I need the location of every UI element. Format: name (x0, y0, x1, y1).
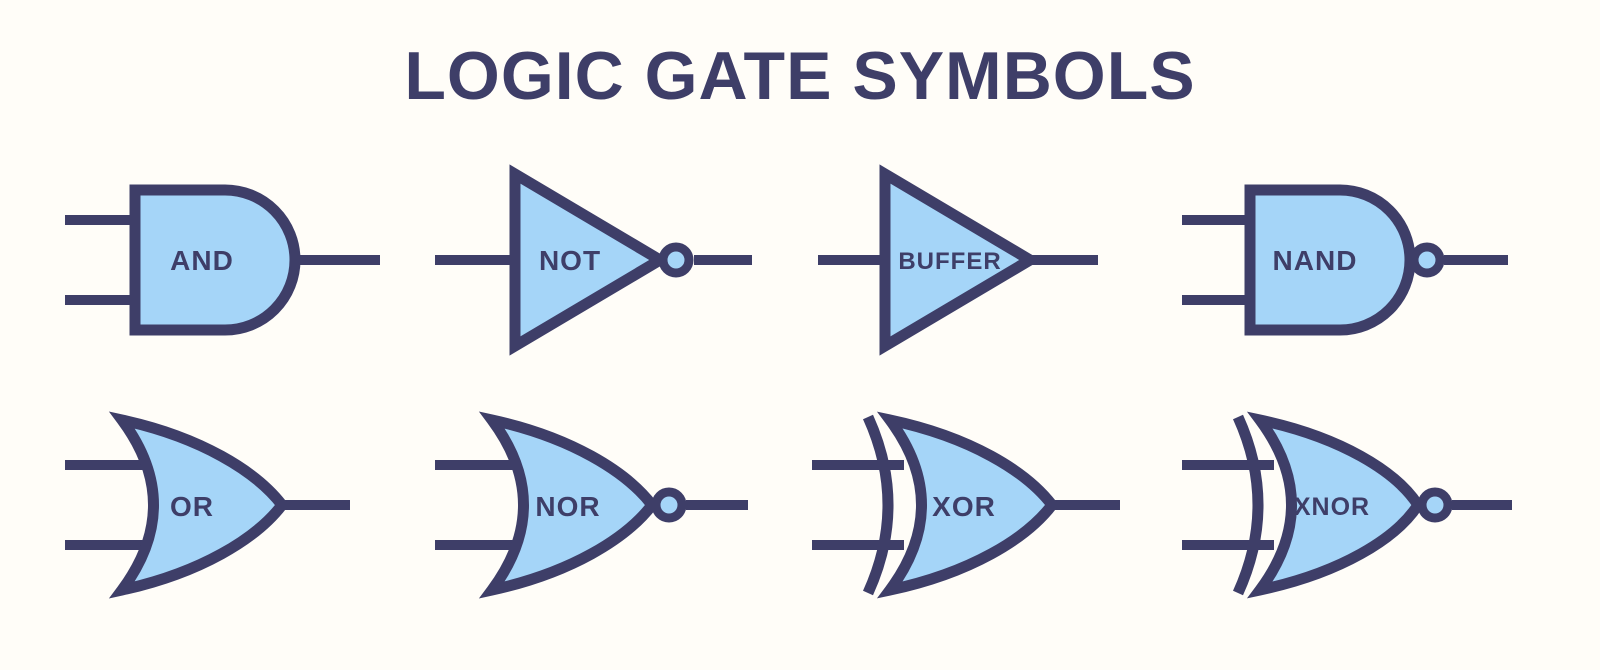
not-gate-icon: NOT (435, 164, 752, 356)
gate-xor: XOR (790, 405, 1150, 605)
nor-gate-icon: NOR (435, 411, 748, 599)
gate-label: OR (170, 491, 214, 522)
gate-label: NAND (1273, 245, 1358, 276)
xnor-extra-arc (1232, 414, 1264, 596)
gate-xnor: XNOR (1160, 405, 1520, 605)
and-gate-icon: AND (65, 184, 380, 336)
xor-extra-arc (862, 414, 894, 596)
and-gate-body (129, 184, 301, 336)
gate-row-bottom: OR NOR XOR (50, 405, 1520, 605)
xnor-negation-bubble (1417, 487, 1453, 523)
gate-label: XNOR (1294, 493, 1370, 521)
gate-row-top: AND NOT BUFFER (50, 160, 1520, 360)
xor-gate-icon: XOR (812, 411, 1120, 599)
gate-and: AND (50, 160, 410, 360)
nand-gate-body (1244, 184, 1416, 336)
not-negation-bubble (658, 242, 694, 278)
xnor-gate-body (1246, 411, 1425, 599)
gate-buffer: BUFFER (790, 160, 1150, 360)
nand-negation-bubble (1409, 242, 1445, 278)
page-title: LOGIC GATE SYMBOLS (404, 38, 1196, 114)
or-gate-icon: OR (65, 411, 350, 599)
gate-not: NOT (420, 160, 780, 360)
gate-label: BUFFER (898, 248, 1001, 275)
xnor-gate-icon: XNOR (1182, 411, 1512, 599)
not-gate-body (509, 164, 671, 356)
gate-nor: NOR (420, 405, 780, 605)
gate-label: XOR (932, 491, 996, 522)
nand-gate-icon: NAND (1182, 184, 1508, 336)
buffer-gate-icon: BUFFER (818, 164, 1098, 356)
buffer-gate-body (879, 164, 1041, 356)
nor-negation-bubble (651, 487, 687, 523)
nor-gate-body (478, 411, 659, 599)
gate-label: NOT (539, 245, 601, 276)
gate-nand: NAND (1160, 160, 1520, 360)
xor-gate-body (876, 411, 1059, 599)
or-gate-body (108, 411, 289, 599)
gate-label: AND (170, 245, 234, 276)
gate-or: OR (50, 405, 410, 605)
gate-label: NOR (535, 491, 600, 522)
